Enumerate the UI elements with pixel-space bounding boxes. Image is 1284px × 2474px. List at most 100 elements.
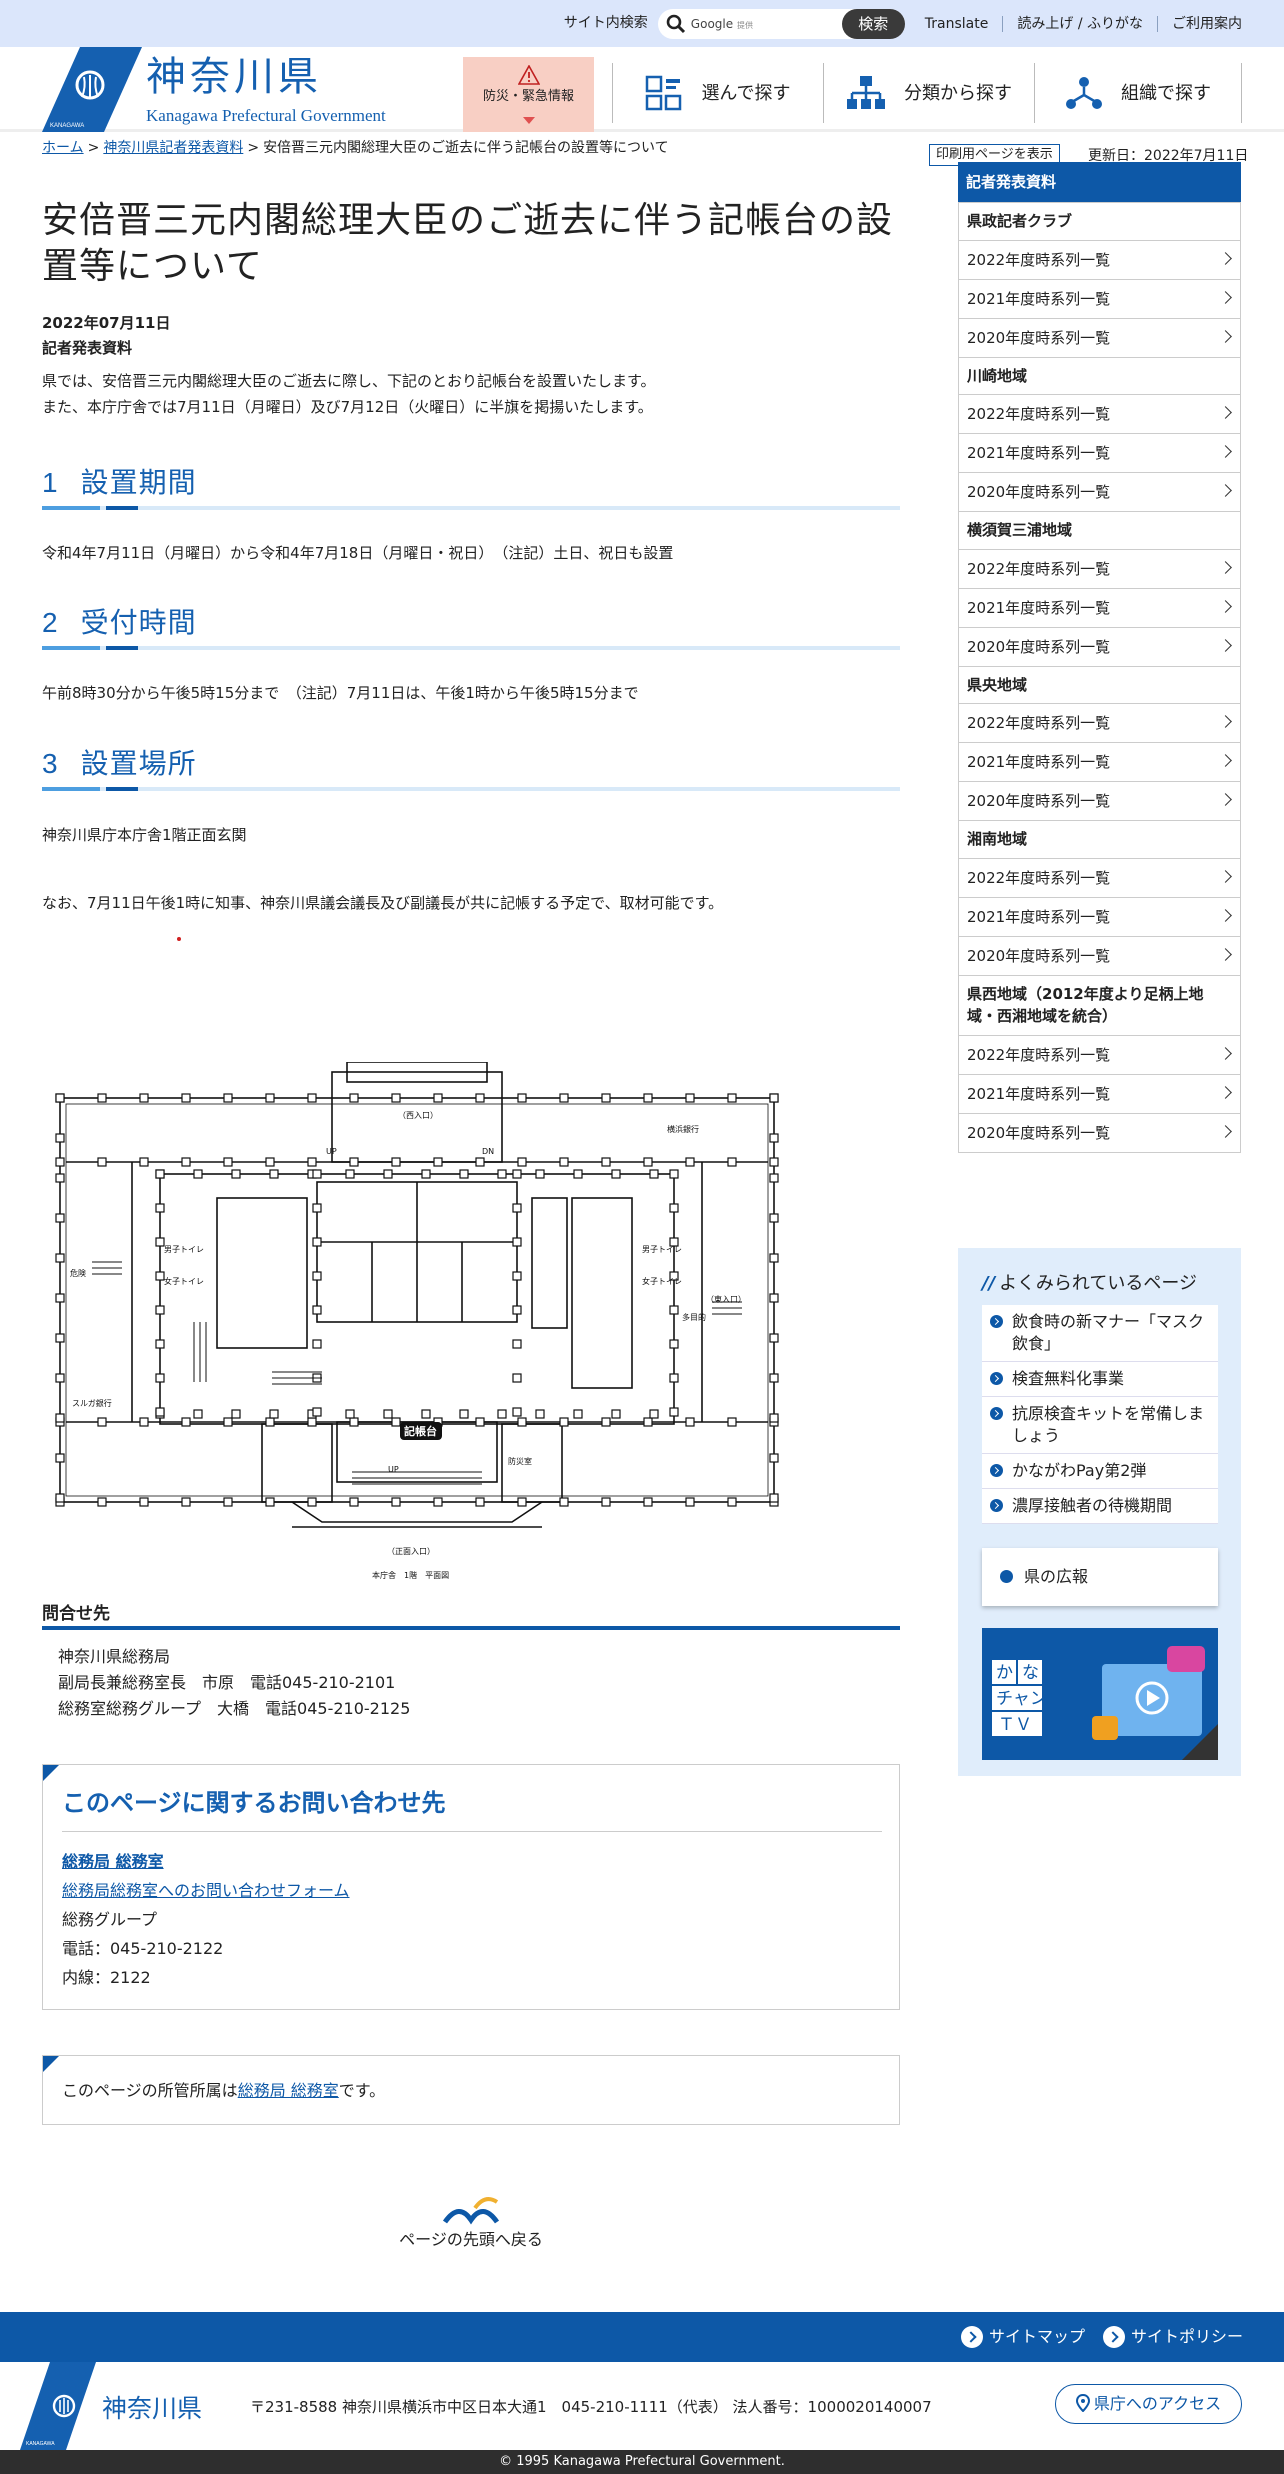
inquiry-dept-link[interactable]: 総務局 総務室: [62, 1852, 164, 1871]
sidebar-link[interactable]: 2021年度時系列一覧: [959, 896, 1240, 936]
svg-text:な: な: [1022, 1663, 1039, 1683]
nav-label: 選んで探す: [701, 82, 791, 104]
pref-pr-button[interactable]: 県の広報: [982, 1548, 1218, 1606]
sidebar-link[interactable]: 2022年度時系列一覧: [959, 1034, 1240, 1074]
translate-link[interactable]: Translate: [911, 15, 1004, 32]
arrow-circle-icon: [961, 2326, 983, 2348]
site-logo[interactable]: KANAGAWA 神奈川県 Kanagawa Prefectural Gover…: [42, 47, 412, 132]
search-button[interactable]: 検索: [841, 8, 905, 39]
chevron-right-icon: [1219, 406, 1232, 419]
sidebar-link[interactable]: 2020年度時系列一覧: [959, 1112, 1240, 1152]
breadcrumb-current: 安倍晋三元内閣総理大臣のご逝去に伴う記帳台の設置等について: [263, 140, 669, 156]
owner-dept-link[interactable]: 総務局 総務室: [237, 2081, 339, 2100]
site-policy-link[interactable]: サイトポリシー: [1103, 2325, 1243, 2349]
svg-text:か: か: [996, 1663, 1013, 1683]
nav-organization-search[interactable]: 組織で探す: [1034, 63, 1242, 123]
chevron-right-icon: [1219, 754, 1232, 767]
sidebar-region-heading: 県西地域（2012年度より足柄上地域・西湘地域を統合）: [959, 974, 1240, 1035]
utility-bar: サイト内検索 Google 提供 検索 Translate 読み上げ / ふりが…: [0, 0, 1284, 47]
svg-text:KANAGAWA: KANAGAWA: [26, 2441, 55, 2447]
nav-category-search[interactable]: 分類から探す: [823, 63, 1034, 123]
sidebar-link[interactable]: 2021年度時系列一覧: [959, 742, 1240, 781]
chevron-right-icon: [1219, 869, 1232, 883]
breadcrumb: ホーム>神奈川県記者発表資料>安倍晋三元内閣総理大臣のご逝去に伴う記帳台の設置等…: [42, 140, 669, 156]
inquiry-box: このページに関するお問い合わせ先 総務局 総務室 総務局総務室へのお問い合わせフ…: [42, 1764, 900, 2010]
back-to-top-link[interactable]: ページの先頭へ戻る: [42, 2194, 900, 2252]
chevron-right-icon: [1219, 1124, 1232, 1138]
sidebar-link[interactable]: 2021年度時系列一覧: [959, 433, 1240, 472]
read-aloud-link[interactable]: 読み上げ / ふりがな: [1003, 15, 1158, 32]
updated-date: 更新日：2022年7月11日: [1088, 148, 1249, 164]
guide-link[interactable]: ご利用案内: [1172, 15, 1242, 32]
sidebar-link[interactable]: 2022年度時系列一覧: [959, 548, 1240, 588]
nav-select-search[interactable]: 選んで探す: [612, 63, 823, 123]
popular-item[interactable]: 飲食時の新マナー「マスク飲食」: [982, 1305, 1218, 1362]
inquiry-tel: 電話：045-210-2122: [62, 1939, 224, 1958]
copyright: © 1995 Kanagawa Prefectural Government.: [0, 2450, 1284, 2474]
search-input[interactable]: Google 提供: [690, 16, 753, 31]
kanachan-tv-banner[interactable]: か な チャン ＴＶ: [982, 1628, 1218, 1760]
sidebar-link[interactable]: 2021年度時系列一覧: [959, 1073, 1240, 1113]
sidebar-link[interactable]: 2020年度時系列一覧: [959, 472, 1240, 511]
popular-item[interactable]: 検査無料化事業: [982, 1362, 1218, 1397]
access-button[interactable]: 県庁へのアクセス: [1055, 2384, 1242, 2424]
svg-text:チャン: チャン: [996, 1689, 1047, 1709]
svg-text:神奈川県: 神奈川県: [102, 2394, 202, 2423]
disaster-info-button[interactable]: 防災・緊急情報: [463, 57, 594, 132]
grid-icon: [646, 75, 682, 111]
svg-text:女子トイレ: 女子トイレ: [164, 1276, 204, 1286]
svg-text:KANAGAWA: KANAGAWA: [50, 123, 84, 129]
breadcrumb-home[interactable]: ホーム: [42, 140, 84, 156]
svg-text:スルガ銀行: スルガ銀行: [72, 1398, 112, 1408]
svg-text:（西入口）: （西入口）: [398, 1111, 438, 1120]
document-kind: 記者発表資料: [42, 339, 133, 357]
chevron-right-icon: [1219, 1046, 1232, 1060]
chevron-right-icon: [1219, 947, 1232, 961]
sidebar-title: 記者発表資料: [958, 162, 1241, 202]
nav-label: 分類から探す: [904, 82, 1012, 104]
site-header: KANAGAWA 神奈川県 Kanagawa Prefectural Gover…: [0, 47, 1284, 132]
popular-item[interactable]: 抗原検査キットを常備しましょう: [982, 1397, 1218, 1454]
search-icon: [666, 14, 685, 33]
hierarchy-icon: [847, 76, 885, 109]
chevron-right-icon: [1219, 1085, 1232, 1099]
popular-item[interactable]: 濃厚接触者の待機期間: [982, 1489, 1218, 1524]
chevron-right-icon: [1219, 484, 1232, 497]
organization-icon: [1066, 77, 1102, 109]
sidebar-link[interactable]: 2022年度時系列一覧: [959, 394, 1240, 433]
arrow-circle-icon: [1103, 2326, 1125, 2348]
footer-links: サイトマップ サイトポリシー: [0, 2312, 1284, 2362]
section-body-1: 令和4年7月11日（月曜日）から令和4年7月18日（月曜日・祝日） （注記）土日…: [42, 544, 674, 562]
chevron-right-icon: [1219, 638, 1232, 652]
print-page-button[interactable]: 印刷用ページを表示: [929, 144, 1060, 166]
sidebar-link[interactable]: 2022年度時系列一覧: [959, 239, 1240, 279]
sitemap-link[interactable]: サイトマップ: [961, 2325, 1085, 2349]
svg-text:危険: 危険: [70, 1268, 86, 1278]
sidebar-link[interactable]: 2021年度時系列一覧: [959, 587, 1240, 627]
popular-item[interactable]: かながわPay第2弾: [982, 1454, 1218, 1489]
breadcrumb-press[interactable]: 神奈川県記者発表資料: [103, 140, 244, 156]
sidebar-link[interactable]: 2020年度時系列一覧: [959, 626, 1240, 666]
popular-heading: よくみられているページ: [999, 1273, 1197, 1294]
contact-heading: 問合せ先: [42, 1602, 900, 1630]
note-paragraph: なお、7月11日午後1時に知事、神奈川県議会議長及び副議長が共に記帳する予定で、…: [42, 894, 724, 912]
sidebar-link[interactable]: 2020年度時系列一覧: [959, 317, 1240, 357]
svg-text:DN: DN: [482, 1147, 494, 1156]
chevron-right-icon: [1219, 599, 1232, 613]
inquiry-form-link[interactable]: 総務局総務室へのお問い合わせフォーム: [62, 1881, 350, 1900]
sidebar-region-heading: 川崎地域: [959, 356, 1240, 394]
chevron-right-icon: [1219, 908, 1232, 922]
sidebar-link[interactable]: 2021年度時系列一覧: [959, 278, 1240, 318]
search-box[interactable]: Google 提供 検索: [657, 8, 905, 39]
chevron-right-icon: [1219, 445, 1232, 458]
site-footer: KANAGAWA 神奈川県 〒231-8588 神奈川県横浜市中区日本大通1 0…: [0, 2362, 1284, 2450]
nav-label: 組織で探す: [1121, 82, 1211, 104]
footer-logo[interactable]: KANAGAWA 神奈川県: [20, 2362, 230, 2450]
sidebar-link[interactable]: 2022年度時系列一覧: [959, 857, 1240, 897]
sidebar-link[interactable]: 2022年度時系列一覧: [959, 703, 1240, 742]
inquiry-heading: このページに関するお問い合わせ先: [62, 1789, 446, 1817]
sidebar-link[interactable]: 2020年度時系列一覧: [959, 935, 1240, 975]
sidebar-link[interactable]: 2020年度時系列一覧: [959, 781, 1240, 820]
svg-text:（正面入口）: （正面入口）: [387, 1547, 435, 1556]
